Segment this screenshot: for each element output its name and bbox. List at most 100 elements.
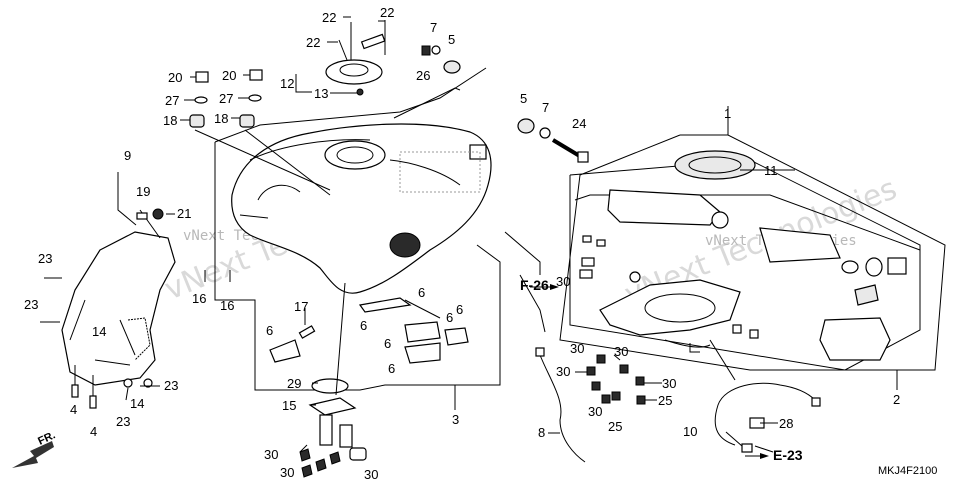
callout-19: 19 bbox=[136, 184, 150, 199]
collar-7-top bbox=[431, 45, 441, 55]
callout-13: 13 bbox=[314, 86, 328, 101]
pump-flange bbox=[308, 397, 357, 416]
callout-18-a: 18 bbox=[163, 113, 177, 128]
bolt-20-right bbox=[249, 69, 263, 81]
callout-5-a: 5 bbox=[448, 32, 455, 47]
callout-14-b: 14 bbox=[130, 396, 144, 411]
callout-21: 21 bbox=[177, 206, 191, 221]
pad-6-b bbox=[358, 297, 412, 313]
collar-7-mid bbox=[539, 127, 551, 139]
callout-6-c: 6 bbox=[418, 285, 425, 300]
fuel-pump-opening bbox=[389, 232, 421, 258]
callout-4-a: 4 bbox=[70, 402, 77, 417]
side-cover bbox=[61, 231, 176, 386]
rubber-18-left bbox=[189, 114, 205, 128]
reference-f26: F-26 bbox=[520, 277, 549, 293]
callout-9: 9 bbox=[124, 148, 131, 163]
callout-labels: 22 22 22 7 5 26 12 13 20 20 27 27 18 18 … bbox=[24, 5, 900, 482]
top-hardware bbox=[189, 45, 589, 196]
callout-6-b: 6 bbox=[360, 318, 367, 333]
callout-6-f: 6 bbox=[388, 361, 395, 376]
drain-hose-8 bbox=[519, 274, 586, 463]
sub-harness-10 bbox=[709, 339, 821, 453]
reference-arrows bbox=[12, 231, 769, 468]
callout-25-b: 25 bbox=[658, 393, 672, 408]
washer-27-right bbox=[248, 94, 262, 102]
callout-2: 2 bbox=[893, 392, 900, 407]
callout-24: 24 bbox=[572, 116, 586, 131]
bolt-24 bbox=[577, 151, 589, 163]
callout-30-a: 30 bbox=[264, 447, 278, 462]
callout-23-b: 23 bbox=[24, 297, 38, 312]
drain-tube-clip bbox=[356, 88, 364, 96]
bolt-21 bbox=[152, 208, 164, 220]
pad-17 bbox=[298, 325, 316, 339]
callout-27-b: 27 bbox=[219, 91, 233, 106]
pad-6-c bbox=[404, 321, 441, 343]
reference-labels: F-26 E-23 FR. MKJ4F2100 bbox=[36, 277, 937, 477]
callout-26: 26 bbox=[416, 68, 430, 83]
callout-12: 12 bbox=[280, 76, 294, 91]
callout-30-b: 30 bbox=[280, 465, 294, 480]
pump-base-plate bbox=[599, 279, 741, 336]
callout-20-b: 20 bbox=[222, 68, 236, 83]
callout-23-c: 23 bbox=[164, 378, 178, 393]
callout-30-h: 30 bbox=[588, 404, 602, 419]
callout-30-i: 30 bbox=[556, 274, 570, 289]
pad-6-d bbox=[404, 342, 441, 364]
rubber-18-right bbox=[239, 114, 255, 128]
callout-30-g: 30 bbox=[662, 376, 676, 391]
callout-16-a: 16 bbox=[192, 291, 206, 306]
front-arrow bbox=[12, 441, 54, 468]
callout-5-b: 5 bbox=[520, 91, 527, 106]
callout-1: 1 bbox=[724, 106, 731, 121]
callout-6-e: 6 bbox=[384, 336, 391, 351]
callout-22-a: 22 bbox=[322, 10, 336, 25]
callout-14-a: 14 bbox=[92, 324, 106, 339]
fuel-pump-assembly bbox=[299, 282, 367, 478]
callout-16-b: 16 bbox=[220, 298, 234, 313]
callout-6-a: 6 bbox=[266, 323, 273, 338]
rubber-5-mid bbox=[517, 118, 535, 134]
callout-3: 3 bbox=[452, 412, 459, 427]
callout-7-b: 7 bbox=[542, 100, 549, 115]
callout-30-f: 30 bbox=[556, 364, 570, 379]
washer-27-left bbox=[194, 96, 208, 104]
callout-30-e: 30 bbox=[614, 344, 628, 359]
callout-23-d: 23 bbox=[116, 414, 130, 429]
callout-28: 28 bbox=[779, 416, 793, 431]
callout-30-c: 30 bbox=[364, 467, 378, 482]
callout-29: 29 bbox=[287, 376, 301, 391]
ring-11 bbox=[674, 150, 756, 180]
callout-20-a: 20 bbox=[168, 70, 182, 85]
callout-4-b: 4 bbox=[90, 424, 97, 439]
fuel-tank bbox=[231, 123, 492, 294]
callout-25-a: 25 bbox=[608, 419, 622, 434]
callout-22-b: 22 bbox=[380, 5, 394, 20]
filler-cap bbox=[325, 59, 383, 85]
bolt-20-left bbox=[195, 71, 209, 83]
grommet-19 bbox=[136, 212, 148, 220]
callout-15: 15 bbox=[282, 398, 296, 413]
pump-module-box bbox=[559, 106, 946, 390]
filler-cap-assembly bbox=[325, 20, 386, 96]
filler-key bbox=[360, 33, 386, 50]
sub-tank bbox=[819, 317, 891, 361]
callout-27-a: 27 bbox=[165, 93, 179, 108]
callout-18-b: 18 bbox=[214, 111, 228, 126]
callout-6-d: 6 bbox=[456, 302, 463, 317]
front-label: FR. bbox=[36, 429, 57, 447]
diagram-code: MKJ4F2100 bbox=[878, 465, 937, 477]
callout-8: 8 bbox=[538, 425, 545, 440]
clip-4-left bbox=[71, 384, 79, 398]
packing-29 bbox=[311, 378, 349, 394]
pump-motor bbox=[607, 189, 721, 226]
fuel-filter bbox=[349, 447, 367, 461]
callout-6-g: 6 bbox=[446, 310, 453, 325]
clip-4-right bbox=[89, 395, 97, 409]
callout-7-a: 7 bbox=[430, 20, 437, 35]
fuel-level-sensor bbox=[759, 227, 841, 263]
side-cover-assembly bbox=[40, 172, 176, 409]
